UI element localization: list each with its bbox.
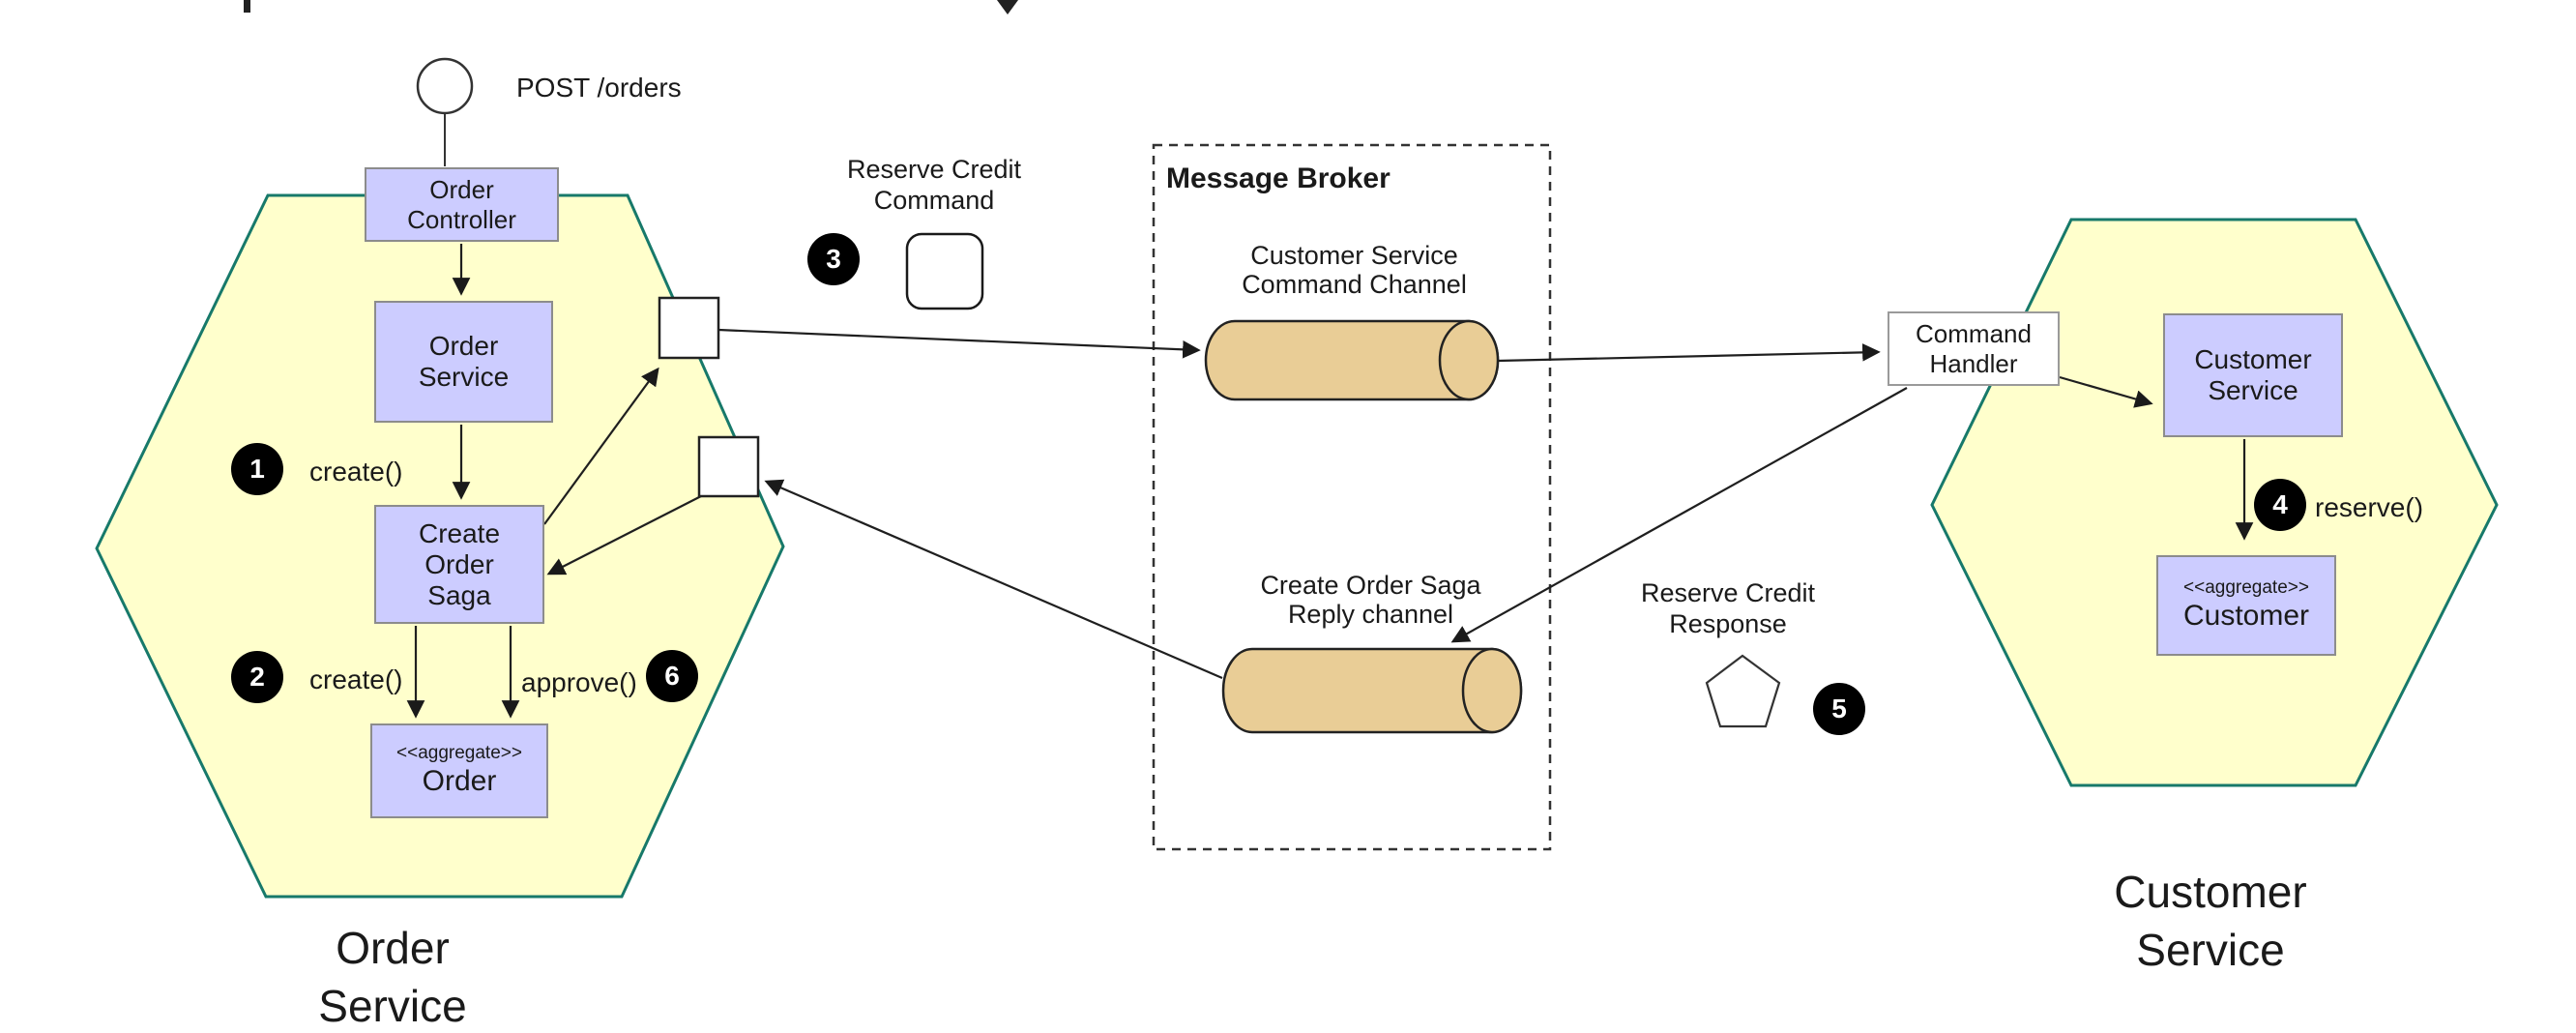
command-channel-cylinder-icon (1204, 319, 1500, 401)
message-broker-boundary (1152, 143, 1552, 851)
arrow-port-to-command-channel (717, 328, 1201, 359)
step-1-badge: 1 (231, 443, 283, 495)
step-3-badge: 3 (807, 233, 860, 285)
reserve-label: reserve() (2315, 492, 2424, 522)
reply-port-icon (697, 435, 760, 498)
command-channel-label: Customer Service Command Channel (1242, 241, 1467, 299)
arrow-reply-channel-to-port (764, 479, 1223, 680)
arrow-command-channel-to-handler (1497, 343, 1881, 363)
reserve-credit-response-label: Reserve Credit Response (1640, 578, 1816, 638)
order-aggregate-box: <<aggregate>> Order (370, 723, 548, 818)
customer-aggregate-name: Customer (2182, 600, 2310, 633)
customer-aggregate-stereotype: <<aggregate>> (2183, 576, 2309, 598)
customer-aggregate-box: <<aggregate>> Customer (2156, 555, 2336, 656)
order-service-caption: Order Service (318, 923, 467, 1031)
order-controller-box: Order Controller (365, 167, 559, 242)
step-5-badge: 5 (1813, 683, 1865, 735)
reserve-credit-command-label: Reserve Credit Command (846, 155, 1022, 215)
step-4-badge: 4 (2254, 479, 2306, 531)
create-label-1: create() (309, 457, 403, 487)
approve-label: approve() (521, 667, 637, 697)
step-2-badge: 2 (231, 651, 283, 703)
actor-icon (416, 57, 474, 115)
customer-service-caption: Customer Service (2114, 867, 2307, 975)
arrow-handler-to-reply-channel (1450, 387, 1908, 643)
create-order-saga-box: Create Order Saga (374, 505, 544, 624)
arrow-saga-to-command-port (543, 367, 659, 525)
reply-channel-cylinder-icon (1221, 647, 1523, 734)
message-broker-title: Message Broker (1166, 162, 1390, 194)
command-message-icon (905, 232, 984, 310)
order-aggregate-stereotype: <<aggregate>> (396, 742, 522, 763)
command-handler-box: Command Handler (1888, 311, 2060, 386)
post-orders-label: POST /orders (516, 73, 682, 103)
create-label-2: create() (309, 664, 403, 694)
customer-service-box: Customer Service (2163, 313, 2343, 437)
reply-channel-label: Create Order Saga Reply channel (1260, 571, 1481, 629)
arrow-reply-port-to-saga (546, 495, 702, 576)
command-port-icon (658, 296, 720, 360)
step-6-badge: 6 (646, 650, 698, 702)
customer-service-hexagon (1930, 218, 2499, 787)
order-aggregate-name: Order (422, 765, 497, 798)
reply-message-pentagon-icon (1705, 654, 1781, 728)
order-service-box: Order Service (374, 301, 553, 423)
cropped-title-fragment (997, 0, 1018, 15)
arrow-handler-to-customer-service (2059, 375, 2153, 408)
cropped-title-fragment (244, 0, 250, 13)
